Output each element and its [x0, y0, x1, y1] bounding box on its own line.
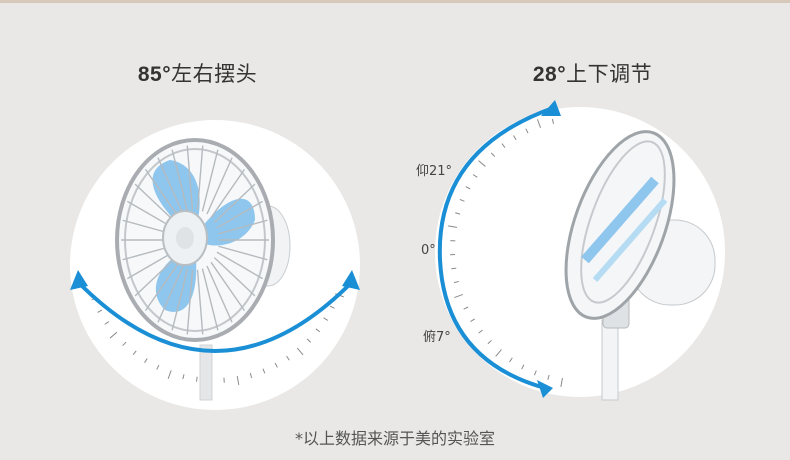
top-arrowhead-icon	[541, 100, 561, 116]
tick-mark	[195, 376, 198, 382]
grill-spoke	[144, 169, 180, 219]
grill-spoke	[196, 269, 204, 335]
tick-mark	[109, 331, 118, 339]
tilt-arrow-arc	[437, 106, 554, 390]
grill-spoke	[213, 183, 256, 223]
grill-spoke	[171, 268, 189, 331]
tick-mark	[236, 375, 240, 386]
tick-mark	[104, 321, 110, 325]
tick-mark	[513, 135, 517, 141]
tick-mark	[182, 374, 185, 380]
tilt-label: 上下调节	[566, 62, 653, 86]
oscillation-label: 左右摆头	[171, 62, 258, 86]
oscillation-panel: 85°左右摆头	[0, 58, 395, 410]
tick-mark	[536, 119, 542, 129]
tick-mark	[465, 186, 471, 190]
oscillation-arrow-arc	[76, 280, 354, 353]
grill-spoke	[134, 183, 177, 223]
tick-mark	[323, 317, 329, 321]
tilt-illustration	[435, 100, 725, 401]
tick-mark	[249, 372, 253, 378]
tick-mark	[501, 143, 506, 148]
grill-spoke	[186, 145, 194, 211]
tick-mark	[448, 225, 458, 228]
grill-spoke	[201, 268, 219, 331]
grill-spoke	[134, 257, 177, 297]
tick-mark	[296, 347, 304, 356]
fan-pole	[199, 344, 213, 401]
tick-mark	[454, 293, 464, 299]
tick-mark	[495, 349, 502, 357]
grill-spoke	[186, 269, 194, 335]
tick-mark	[487, 339, 492, 345]
grill-spoke	[157, 157, 184, 215]
grill-spoke	[171, 149, 189, 212]
tilt-down-label: 俯7°	[423, 330, 451, 345]
tilt-title: 28°上下调节	[395, 58, 790, 88]
right-arrowhead-icon	[342, 270, 360, 290]
fan-oscillating-icon	[115, 138, 275, 342]
oscillation-angle: 85°	[137, 63, 172, 86]
tick-mark	[329, 305, 335, 309]
tick-mark	[521, 364, 525, 370]
grill-spoke	[144, 261, 180, 311]
tick-mark	[463, 306, 469, 310]
grill-spoke	[157, 265, 184, 323]
oscillation-illustration	[70, 120, 360, 410]
fan-tilt-icon	[564, 130, 676, 320]
tilt-up-label: 仰21°	[416, 164, 453, 179]
tick-mark	[560, 377, 563, 387]
tick-mark	[525, 128, 529, 134]
tilt-fan-pole	[601, 319, 619, 401]
tick-mark	[453, 280, 459, 284]
tilt-zero-label: 0°	[421, 243, 436, 258]
oscillation-title: 85°左右摆头	[0, 58, 395, 88]
tick-mark	[478, 329, 483, 334]
tick-mark	[478, 160, 486, 167]
grill-spoke	[218, 245, 268, 261]
tilt-scale	[448, 118, 563, 387]
tick-mark	[470, 318, 476, 322]
tick-mark	[455, 212, 461, 215]
tick-mark	[132, 350, 137, 356]
tick-mark	[144, 358, 148, 364]
tick-mark	[459, 198, 465, 202]
grill-spoke	[206, 157, 233, 215]
footnote: *以上数据来源于美的实验室	[294, 429, 495, 448]
tick-mark	[551, 118, 555, 124]
tick-mark	[490, 152, 496, 157]
tick-mark	[122, 341, 127, 347]
grill-spoke	[201, 149, 219, 212]
grill-spoke	[196, 145, 204, 211]
grill-spoke	[122, 245, 172, 261]
tick-mark	[262, 368, 266, 374]
tick-mark	[97, 309, 103, 313]
oscillation-scale	[91, 293, 344, 386]
tick-mark	[315, 328, 321, 333]
tick-mark	[286, 355, 290, 361]
tick-mark	[472, 174, 478, 178]
tick-mark	[547, 374, 550, 380]
grill-spoke	[216, 200, 263, 229]
grill-spoke	[213, 257, 256, 297]
grill-spoke	[216, 251, 263, 280]
grill-spoke	[127, 251, 174, 280]
tick-mark	[167, 370, 172, 379]
grill-spoke	[206, 265, 233, 323]
grill-spoke	[210, 169, 246, 219]
tick-mark	[306, 338, 312, 343]
tilt-panel: 28°上下调节 仰21° 0° 俯7°	[395, 0, 790, 460]
tick-mark	[533, 370, 537, 376]
tick-mark	[274, 362, 278, 368]
tilt-angle: 28°	[532, 63, 567, 86]
bottom-arrowhead-icon	[537, 380, 553, 398]
grill-spoke	[218, 219, 268, 235]
top-divider	[0, 0, 790, 3]
tick-mark	[156, 364, 160, 370]
grill-spoke	[210, 261, 246, 311]
tick-mark	[451, 267, 457, 270]
left-arrowhead-icon	[70, 270, 88, 290]
tick-mark	[509, 357, 513, 363]
